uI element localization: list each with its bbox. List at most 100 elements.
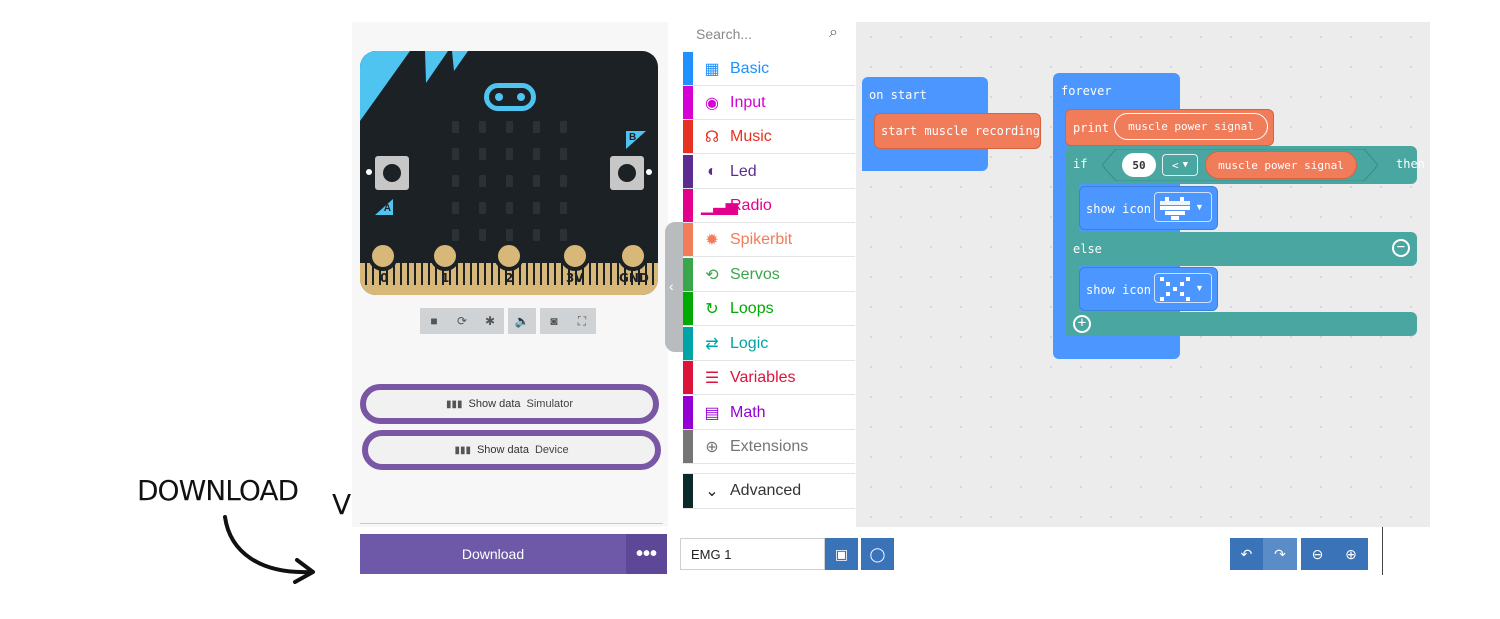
category-servos[interactable]: ⟲ Servos xyxy=(683,258,855,292)
sound-icon[interactable]: 🔈 xyxy=(508,308,536,334)
category-radio[interactable]: ▁▃▅ Radio xyxy=(683,189,855,223)
button-b[interactable] xyxy=(610,156,644,190)
print-arg-muscle-signal[interactable]: muscle power signal xyxy=(1114,113,1268,140)
pin-gnd[interactable] xyxy=(618,241,648,271)
compare-operator: < xyxy=(1171,158,1179,172)
search-bar[interactable]: Search... ⌕ xyxy=(683,22,855,52)
start-muscle-recording-block[interactable]: start muscle recording xyxy=(874,113,1041,149)
fullscreen-icon[interactable]: ⛶ xyxy=(568,308,596,334)
category-strip xyxy=(683,155,693,188)
forever-label: forever xyxy=(1061,84,1112,98)
save-button[interactable]: ▣ xyxy=(825,538,858,570)
save-icon: ▣ xyxy=(834,545,849,562)
button-a[interactable] xyxy=(375,156,409,190)
download-more-button[interactable]: ••• xyxy=(626,534,667,574)
button-b-dot xyxy=(646,169,652,175)
plus-circle-icon: ⊕ xyxy=(705,438,719,456)
add-else-if-icon[interactable]: + xyxy=(1073,315,1091,333)
category-label: Music xyxy=(730,127,772,145)
category-label: Loops xyxy=(730,299,774,317)
compare-value-input[interactable]: 50 xyxy=(1122,153,1156,177)
block-label: print xyxy=(1073,121,1110,135)
github-button[interactable]: ◯ xyxy=(861,538,894,570)
category-label: Servos xyxy=(730,265,780,283)
pin-label-2: 2 xyxy=(505,271,514,285)
category-math[interactable]: ▤ Math xyxy=(683,396,855,430)
download-button[interactable]: Download xyxy=(360,534,626,574)
category-label: Spikerbit xyxy=(730,230,793,248)
category-spikerbit[interactable]: ✹ Spikerbit xyxy=(683,223,855,257)
bug-icon: ✹ xyxy=(705,231,719,249)
compare-arg-muscle-signal[interactable]: muscle power signal xyxy=(1205,151,1357,179)
show-data-sub: Simulator xyxy=(526,398,573,410)
pin-1[interactable] xyxy=(430,241,460,271)
collapse-simulator-handle[interactable]: ‹ xyxy=(665,222,683,352)
restart-icon[interactable]: ⟳ xyxy=(448,308,476,334)
zoom-out-button[interactable]: ⊖ xyxy=(1301,538,1334,570)
category-strip xyxy=(683,223,693,256)
x-pattern-icon xyxy=(1160,277,1190,301)
headphones-icon: ☊ xyxy=(704,128,720,146)
compare-operator-dropdown[interactable]: < ▼ xyxy=(1162,154,1198,176)
category-label: Math xyxy=(730,403,766,421)
category-strip xyxy=(683,474,693,508)
project-name-input[interactable] xyxy=(680,538,825,570)
category-strip xyxy=(683,430,693,463)
icon-picker-heart[interactable]: ▼ xyxy=(1154,192,1212,222)
pin-label-1: 1 xyxy=(441,271,450,285)
show-data-sub: Device xyxy=(534,444,569,456)
category-strip xyxy=(683,258,693,291)
zoom-in-button[interactable]: ⊕ xyxy=(1334,538,1368,570)
pin-0[interactable] xyxy=(368,241,398,271)
on-start-label: on start xyxy=(869,88,927,102)
show-data-label: Show data xyxy=(476,444,529,456)
microbit-board[interactable]: A B 0 1 2 3V GND xyxy=(360,51,658,295)
search-icon[interactable]: ⌕ xyxy=(829,24,838,41)
debug-icon[interactable]: ✱ xyxy=(476,308,504,334)
chart-bars-icon: ▮▮▮ xyxy=(454,444,471,456)
block-label: show icon xyxy=(1086,283,1152,297)
chevron-down-icon: ▼ xyxy=(1182,160,1189,170)
category-loops[interactable]: ↻ Loops xyxy=(683,292,855,326)
category-advanced[interactable]: ⌄ Advanced xyxy=(683,473,855,509)
category-label: Input xyxy=(730,93,766,111)
category-music[interactable]: ☊ Music xyxy=(683,120,855,154)
pin-2[interactable] xyxy=(494,241,524,271)
then-label: then xyxy=(1396,157,1425,171)
button-a-dot xyxy=(366,169,372,175)
category-input[interactable]: ◉ Input xyxy=(683,86,855,120)
category-variables[interactable]: ☰ Variables xyxy=(683,361,855,395)
undo-button[interactable]: ↶ xyxy=(1230,538,1263,570)
remove-else-icon[interactable]: − xyxy=(1392,239,1410,257)
toolbox xyxy=(683,22,855,527)
button-b-label: B xyxy=(626,131,646,149)
logo-icon xyxy=(484,83,536,111)
if-label: if xyxy=(1073,157,1088,171)
pin-label-3v: 3V xyxy=(566,271,584,285)
category-strip xyxy=(683,396,693,429)
search-input[interactable]: Search... xyxy=(696,26,753,42)
category-label: Radio xyxy=(730,196,772,214)
else-row[interactable]: else − xyxy=(1065,232,1417,266)
category-led[interactable]: ◐ Led xyxy=(683,155,855,189)
stop-icon[interactable]: ■ xyxy=(420,308,448,334)
redo-button[interactable]: ↷ xyxy=(1263,538,1297,570)
category-extensions[interactable]: ⊕ Extensions xyxy=(683,430,855,464)
undo-icon: ↶ xyxy=(1240,545,1253,562)
category-label: Logic xyxy=(730,334,769,352)
show-data-device-button[interactable]: ▮▮▮ Show data Device xyxy=(362,430,661,470)
chevron-down-icon: ▼ xyxy=(1195,202,1204,212)
screenshot-icon[interactable]: ◙ xyxy=(540,308,568,334)
zoom-out-icon: ⊖ xyxy=(1311,545,1324,562)
category-label: Basic xyxy=(730,59,770,77)
heart-icon xyxy=(1160,197,1190,220)
category-label: Variables xyxy=(730,368,796,386)
category-basic[interactable]: ▦ Basic xyxy=(683,52,855,86)
show-data-label: Show data xyxy=(468,398,521,410)
show-data-simulator-button[interactable]: ▮▮▮ Show data Simulator xyxy=(360,384,659,424)
category-logic[interactable]: ⇄ Logic xyxy=(683,327,855,361)
pin-3v[interactable] xyxy=(560,241,590,271)
redo-icon: ↷ xyxy=(1274,545,1286,562)
icon-picker-x[interactable]: ▼ xyxy=(1154,273,1212,303)
category-strip xyxy=(683,361,693,394)
